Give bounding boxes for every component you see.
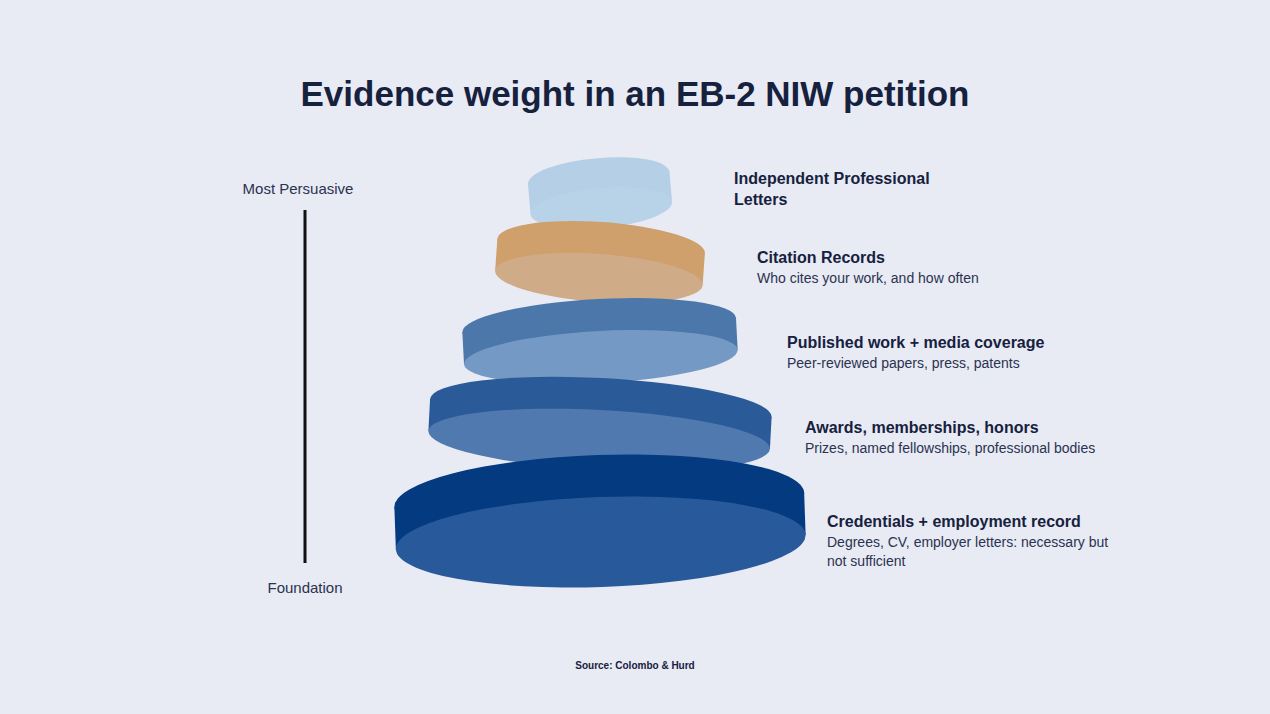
tier-text: Published work + media coveragePeer-revi… bbox=[787, 332, 1087, 373]
tier-disk bbox=[457, 291, 743, 391]
evidence-tier: Credentials + employment recordDegrees, … bbox=[389, 447, 1122, 595]
disk-shape bbox=[526, 152, 674, 234]
evidence-tier: Citation RecordsWho cites your work, and… bbox=[490, 214, 1057, 310]
tier-heading: Citation Records bbox=[757, 247, 1057, 268]
axis-line bbox=[304, 210, 307, 563]
disk-face bbox=[394, 490, 807, 594]
tier-heading: Awards, memberships, honors bbox=[805, 417, 1135, 438]
tier-description: Prizes, named fellowships, professional … bbox=[805, 439, 1135, 458]
tier-description: Who cites your work, and how often bbox=[757, 269, 1057, 288]
disk-shape bbox=[461, 292, 739, 390]
title: Evidence weight in an EB-2 NIW petition bbox=[0, 72, 1270, 116]
tier-text: Credentials + employment recordDegrees, … bbox=[827, 511, 1122, 571]
tier-description: Peer-reviewed papers, press, patents bbox=[787, 354, 1087, 373]
tier-heading: Credentials + employment record bbox=[827, 511, 1122, 532]
tier-text: Citation RecordsWho cites your work, and… bbox=[757, 247, 1057, 288]
disk-shape bbox=[493, 215, 706, 309]
disk-shape bbox=[393, 448, 807, 594]
axis-label: Foundation bbox=[205, 578, 405, 597]
tier-text: Independent Professional Letters bbox=[734, 168, 964, 210]
caption: Source: Colombo & Hurd bbox=[0, 659, 1270, 673]
tier-heading: Published work + media coverage bbox=[787, 332, 1087, 353]
tier-disk bbox=[490, 214, 710, 310]
tier-disk bbox=[389, 447, 811, 595]
tier-text: Awards, memberships, honorsPrizes, named… bbox=[805, 417, 1135, 458]
axis-label: Most Persuasive bbox=[198, 179, 398, 198]
tier-heading: Independent Professional Letters bbox=[734, 168, 964, 210]
evidence-tier: Published work + media coveragePeer-revi… bbox=[457, 291, 1087, 391]
tier-description: Degrees, CV, employer letters: necessary… bbox=[827, 533, 1122, 571]
